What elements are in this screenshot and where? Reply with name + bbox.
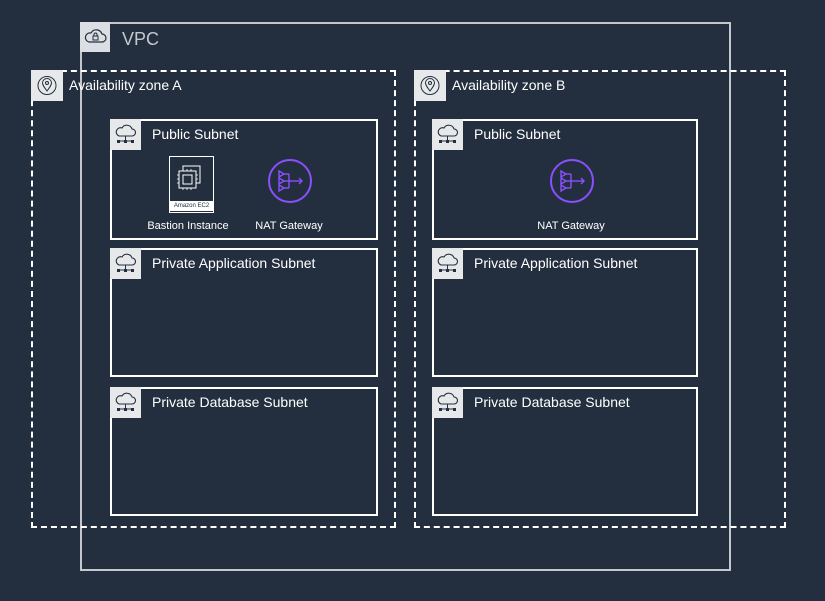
private-application-subnet-a: Private Application Subnet	[110, 248, 378, 377]
private-application-subnet-b: Private Application Subnet	[432, 248, 698, 377]
subnet-cloud-icon	[110, 248, 141, 279]
subnet-cloud-icon	[110, 387, 141, 418]
availability-zone-b	[414, 70, 786, 528]
private-database-subnet-a: Private Database Subnet	[110, 387, 378, 516]
public-subnet-a: Public Subnet Amazon EC2 Bastio	[110, 119, 378, 240]
public-subnet-b: Public Subnet NAT Gateway	[432, 119, 698, 240]
nat-gateway-icon	[268, 159, 312, 203]
subnet-label: Private Database Subnet	[152, 394, 308, 410]
availability-zone-a-label: Availability zone A	[69, 77, 182, 93]
vpc-label: VPC	[122, 29, 160, 49]
subnet-cloud-icon	[432, 119, 463, 150]
subnet-cloud-icon	[432, 387, 463, 418]
nat-gateway-label: NAT Gateway	[255, 220, 323, 232]
subnet-label: Public Subnet	[474, 126, 561, 142]
subnet-cloud-icon	[110, 119, 141, 150]
nat-gateway-icon	[550, 159, 594, 203]
subnet-label: Private Application Subnet	[474, 255, 638, 271]
vpc-cloud-lock-icon	[80, 22, 110, 52]
ec2-instance-icon: Amazon EC2	[169, 156, 214, 213]
subnet-label: Public Subnet	[152, 126, 239, 142]
private-database-subnet-b: Private Database Subnet	[432, 387, 698, 516]
vpc-group	[80, 22, 731, 571]
nat-gateway-label: NAT Gateway	[537, 220, 605, 232]
subnet-label: Private Application Subnet	[152, 255, 316, 271]
availability-zone-b-label: Availability zone B	[452, 77, 566, 93]
availability-zone-a	[31, 70, 396, 528]
location-pin-icon	[414, 70, 446, 101]
subnet-label: Private Database Subnet	[474, 394, 630, 410]
bastion-instance-label: Bastion Instance	[147, 220, 229, 232]
location-pin-icon	[31, 70, 63, 101]
subnet-cloud-icon	[432, 248, 463, 279]
ec2-caption: Amazon EC2	[170, 201, 213, 211]
